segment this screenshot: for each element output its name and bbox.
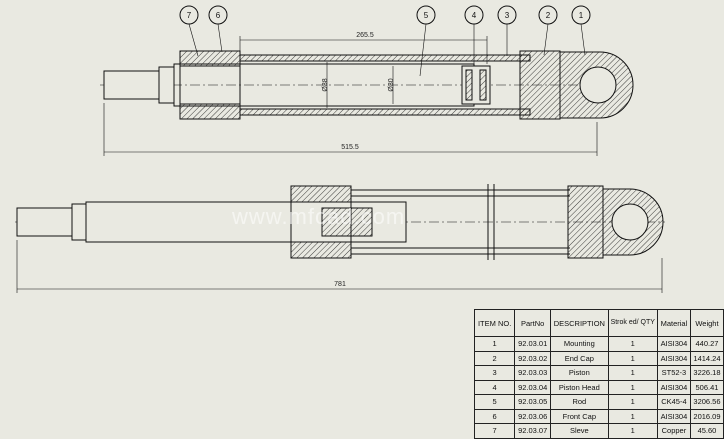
bom-partno: 92.03.06 xyxy=(514,408,552,424)
bom-qty: 1 xyxy=(607,379,658,395)
bom-item-no: 4 xyxy=(473,379,516,395)
balloon-4-label: 4 xyxy=(472,11,477,20)
bom-header-row: ITEM NO. PartNo DESCRIPTION Strok ed/ QT… xyxy=(473,309,724,337)
bom-weight: 45.60 xyxy=(689,423,724,439)
bom-partno: 92.03.07 xyxy=(514,423,552,439)
balloon-7 xyxy=(179,5,199,57)
bom-description: Piston Head xyxy=(550,379,609,395)
bom-qty: 1 xyxy=(607,408,658,424)
stroke-dimension: 265.5 xyxy=(356,32,374,39)
bom-description: Piston xyxy=(550,365,609,381)
bom-item-no: 1 xyxy=(473,336,516,352)
bom-qty: 1 xyxy=(607,423,658,439)
extended-length-dimension: 781 xyxy=(334,281,346,288)
bom-qty: 1 xyxy=(607,365,658,381)
balloon-2 xyxy=(538,5,558,56)
balloon-3 xyxy=(497,5,517,56)
bom-weight: 2016.09 xyxy=(689,408,724,424)
bom-description: Rod xyxy=(550,394,609,410)
bom-header-item-no: ITEM NO. xyxy=(473,309,516,337)
balloon-group xyxy=(179,5,591,77)
bom-material: ST52-3 xyxy=(656,365,691,381)
balloon-3-label: 3 xyxy=(505,11,510,20)
bom-material: CK45-4 xyxy=(656,394,691,410)
bore-dimension: Ø38 xyxy=(322,78,329,91)
balloon-1-label: 1 xyxy=(579,11,584,20)
table-row: 4 92.03.04 Piston Head 1 AISI304 506.41 xyxy=(473,379,724,395)
bom-weight: 506.41 xyxy=(689,379,724,395)
bom-item-no: 3 xyxy=(473,365,516,381)
balloon-1 xyxy=(571,5,591,56)
bom-item-no: 5 xyxy=(473,394,516,410)
bom-header-material: Material xyxy=(656,309,691,337)
table-row: 3 92.03.03 Piston 1 ST52-3 3226.18 xyxy=(473,365,724,381)
bom-material: AISI304 xyxy=(656,379,691,395)
bom-weight: 440.27 xyxy=(689,336,724,352)
bom-partno: 92.03.03 xyxy=(514,365,552,381)
bom-description: End Cap xyxy=(550,350,609,366)
balloon-2-label: 2 xyxy=(546,11,551,20)
bom-partno: 92.03.01 xyxy=(514,336,552,352)
table-row: 1 92.03.01 Mounting 1 AISI304 440.27 xyxy=(473,336,724,352)
bom-description: Sleve xyxy=(550,423,609,439)
table-row: 7 92.03.07 Sleve 1 Copper 45.60 xyxy=(473,423,724,439)
bom-header-weight: Weight xyxy=(689,309,724,337)
total-length-dimension: 515.5 xyxy=(341,144,359,151)
balloon-7-label: 7 xyxy=(187,11,192,20)
watermark-text: www.mfcad.com xyxy=(231,204,405,229)
bom-header-partno: PartNo xyxy=(514,309,552,337)
bom-partno: 92.03.04 xyxy=(514,379,552,395)
balloon-6 xyxy=(208,5,228,53)
balloon-6-label: 6 xyxy=(216,11,221,20)
balloon-5-label: 5 xyxy=(424,11,429,20)
bom-material: Copper xyxy=(656,423,691,439)
bom-partno: 92.03.02 xyxy=(514,350,552,366)
bom-description: Mounting xyxy=(550,336,609,352)
table-row: 2 92.03.02 End Cap 1 AISI304 1414.24 xyxy=(473,350,724,366)
balloon-5 xyxy=(416,5,436,77)
bom-item-no: 2 xyxy=(473,350,516,366)
bom-header-description: DESCRIPTION xyxy=(550,309,609,337)
table-row: 5 92.03.05 Rod 1 CK45-4 3206.56 xyxy=(473,394,724,410)
table-row: 6 92.03.06 Front Cap 1 AISI304 2016.09 xyxy=(473,408,724,424)
bom-description: Front Cap xyxy=(550,408,609,424)
bom-weight: 3226.18 xyxy=(689,365,724,381)
bom-table: ITEM NO. PartNo DESCRIPTION Strok ed/ QT… xyxy=(473,309,724,439)
bom-material: AISI304 xyxy=(656,336,691,352)
bom-qty: 1 xyxy=(607,350,658,366)
bom-item-no: 7 xyxy=(473,423,516,439)
bom-weight: 3206.56 xyxy=(689,394,724,410)
bom-qty: 1 xyxy=(607,394,658,410)
bom-partno: 92.03.05 xyxy=(514,394,552,410)
bom-header-qty: Strok ed/ QTY xyxy=(607,309,658,337)
bom-weight: 1414.24 xyxy=(689,350,724,366)
balloon-4 xyxy=(464,5,484,66)
bottom-extended-view xyxy=(15,184,665,293)
bom-material: AISI304 xyxy=(656,408,691,424)
bom-item-no: 6 xyxy=(473,408,516,424)
rod-dimension: Ø30 xyxy=(388,78,395,91)
bom-material: AISI304 xyxy=(656,350,691,366)
bom-qty: 1 xyxy=(607,336,658,352)
top-section-view xyxy=(100,36,634,156)
